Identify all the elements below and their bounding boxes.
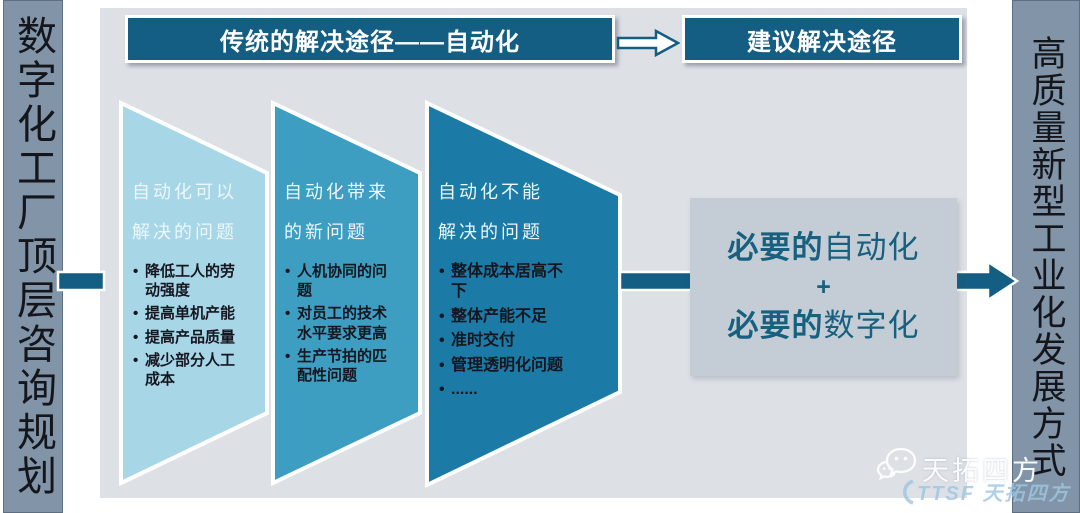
suggested-header: 建议解决途径: [682, 15, 962, 63]
result-line-2: 必要的数字化: [728, 307, 920, 346]
chevron-2-content: 自动化带来 的新问题 人机协同的问题 对员工的技术水平要求更高 生产节拍的匹配性…: [284, 172, 426, 389]
bullet-item: 提高单机产能: [132, 304, 243, 323]
bullet-item: 人机协同的问题: [284, 262, 395, 300]
brand-name: 天拓四方: [922, 456, 1042, 486]
chevron-3-title-line1: 自动化不能: [438, 182, 543, 202]
chevron-1-title-line1: 自动化可以: [132, 182, 237, 202]
result-box: 必要的自动化 + 必要的数字化: [690, 198, 957, 376]
header-arrow-icon: [616, 28, 681, 62]
bullet-item: 生产节拍的匹配性问题: [284, 347, 395, 385]
result-line-1: 必要的自动化: [728, 229, 920, 268]
bullet-item: 对员工的技术水平要求更高: [284, 304, 395, 342]
chevron-3-title: 自动化不能 解决的问题: [438, 172, 598, 252]
chevron-3-title-line2: 解决的问题: [438, 222, 543, 242]
right-sidebar: 高质量新型工业化发展方式: [1012, 0, 1080, 513]
chevron-2-title-line1: 自动化带来: [284, 182, 389, 202]
result-plus: +: [816, 272, 831, 301]
left-sidebar-text: 数字化工厂顶层咨询规划: [11, 14, 55, 499]
bullet-item: 整体产能不足: [438, 307, 571, 328]
bullet-item: 提高产品质量: [132, 328, 243, 347]
bullet-item: 降低工人的劳动强度: [132, 262, 243, 300]
brand-watermark: TTSF 天拓四方: [899, 477, 1071, 506]
chevron-2-title: 自动化带来 的新问题: [284, 172, 426, 252]
wechat-icon: [876, 444, 918, 489]
bullet-item: ......: [438, 380, 571, 401]
chevron-3-content: 自动化不能 解决的问题 整体成本居高不下 整体产能不足 准时交付 管理透明化问题…: [438, 172, 598, 405]
left-sidebar: 数字化工厂顶层咨询规划: [3, 0, 63, 513]
right-sidebar-text: 高质量新型工业化发展方式: [1026, 34, 1066, 479]
brand-watermark-text: TTSF 天拓四方: [917, 483, 1071, 505]
chevron-1-title: 自动化可以 解决的问题: [132, 172, 264, 252]
chevron-2-bullets: 人机协同的问题 对员工的技术水平要求更高 生产节拍的匹配性问题: [284, 262, 395, 385]
ttsf-swoosh-icon: [903, 478, 914, 505]
traditional-header-label: 传统的解决途径——自动化: [220, 28, 520, 56]
suggested-header-label: 建议解决途径: [747, 28, 897, 56]
chevron-1-bullets: 降低工人的劳动强度 提高单机产能 提高产品质量 减少部分人工成本: [132, 262, 243, 389]
chevron-1-content: 自动化可以 解决的问题 降低工人的劳动强度 提高单机产能 提高产品质量 减少部分…: [132, 172, 264, 393]
bullet-item: 整体成本居高不下: [438, 262, 571, 303]
bullet-item: 准时交付: [438, 331, 571, 352]
result-line-2-emphasis: 必要的: [727, 307, 824, 343]
connector-bar-left: [56, 270, 106, 292]
result-line-1-emphasis: 必要的: [727, 229, 824, 265]
chevron-1-title-line2: 解决的问题: [132, 222, 237, 242]
result-line-2-rest: 数字化: [823, 307, 920, 343]
traditional-header: 传统的解决途径——自动化: [125, 15, 615, 63]
bullet-item: 减少部分人工成本: [132, 351, 243, 389]
result-line-1-rest: 自动化: [823, 229, 920, 265]
bullet-item: 管理透明化问题: [438, 356, 571, 377]
chevron-3-bullets: 整体成本居高不下 整体产能不足 准时交付 管理透明化问题 ......: [438, 262, 571, 401]
chevron-2-title-line2: 的新问题: [284, 222, 368, 242]
